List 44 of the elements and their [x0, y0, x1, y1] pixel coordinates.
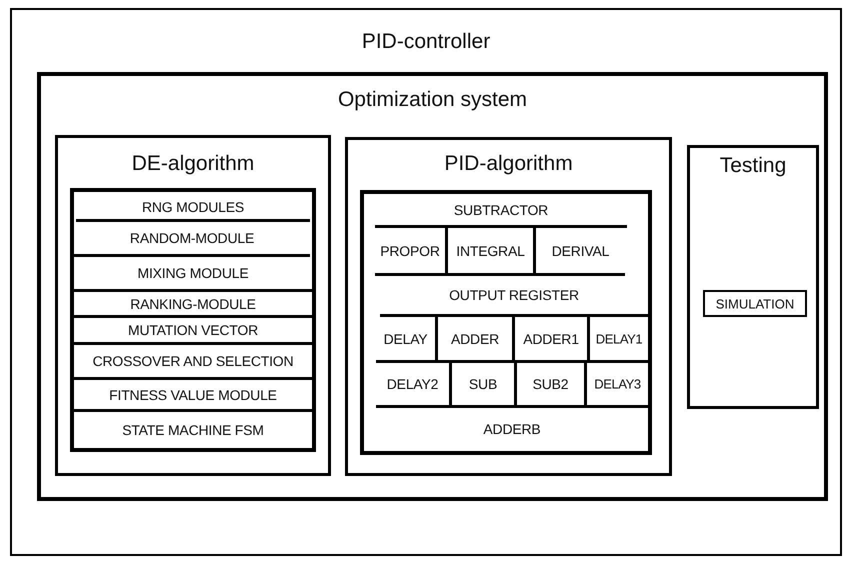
- module-label: DELAY2: [386, 376, 440, 392]
- module-label: CROSSOVER AND SELECTION: [92, 353, 294, 369]
- module-label: STATE MACHINE FSM: [121, 422, 265, 438]
- simulation-box: [703, 290, 807, 317]
- module-label: RNG MODULES: [140, 198, 246, 214]
- outer-frame: [10, 8, 842, 556]
- module-label: SUBTRACTOR: [452, 202, 550, 218]
- module-cell: [448, 228, 536, 276]
- module-label: DERIVAL: [550, 242, 610, 258]
- module-label: RANDOM-MODULE: [128, 230, 256, 246]
- module-cell: [515, 317, 590, 363]
- module-label: ADDERB: [482, 421, 542, 437]
- module-label: SUB: [468, 376, 498, 392]
- module-label: OUTPUT REGISTER: [448, 287, 580, 303]
- module-box: [55, 135, 331, 476]
- module-label: INTEGRAL: [455, 242, 526, 258]
- module-label: SUB2: [532, 376, 570, 392]
- module-cell: [375, 228, 448, 276]
- section-title: Optimization system: [336, 88, 528, 112]
- section-title: Testing: [718, 154, 788, 178]
- module-box: [345, 137, 672, 476]
- module-cell: [452, 363, 517, 408]
- system-box: [37, 72, 828, 501]
- module-label: MUTATION VECTOR: [126, 322, 259, 338]
- module-label: ADDER: [450, 330, 500, 346]
- module-grid-box: [360, 190, 652, 455]
- module-list-box: [70, 188, 316, 452]
- module-label: FITNESS VALUE MODULE: [108, 386, 278, 402]
- module-cell: [376, 317, 438, 363]
- module-label: MIXING MODULE: [136, 265, 250, 281]
- section-title: DE-algorithm: [130, 152, 256, 176]
- section-title: PID-algorithm: [443, 152, 574, 176]
- module-label: DELAY3: [593, 376, 642, 392]
- module-cell: [517, 363, 587, 408]
- box-label: SIMULATION: [714, 296, 796, 311]
- module-label: ADDER1: [522, 330, 580, 346]
- section-title: PID-controller: [360, 30, 492, 54]
- module-label: DELAY: [382, 330, 428, 346]
- module-label: RANKING-MODULE: [129, 296, 257, 312]
- module-cell: [376, 363, 452, 408]
- module-box: [687, 145, 819, 409]
- module-label: PROPOR: [379, 242, 441, 258]
- module-label: DELAY1: [594, 331, 644, 346]
- module-cell: [438, 317, 515, 363]
